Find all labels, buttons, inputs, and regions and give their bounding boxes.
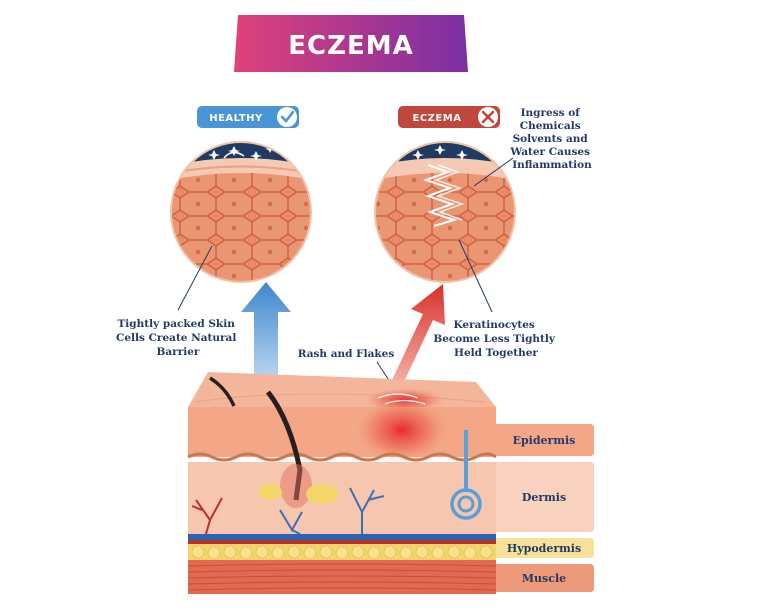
rash-annotation: Rash and Flakes [298, 348, 395, 360]
healthy-skin-closeup [170, 141, 312, 283]
healthy-annotation-line: Barrier [157, 346, 200, 358]
ingress-annotation-line: Ingress of [521, 107, 582, 119]
healthy-badge-label: HEALTHY [209, 113, 263, 124]
epidermis-tab [496, 424, 594, 456]
healthy-badge: HEALTHY [197, 106, 299, 128]
keratinocytes-annotation-line: Held Together [454, 347, 538, 359]
page-title: ECZEMA [288, 31, 413, 61]
layer-labels: Epidermis Dermis Hypodermis Muscle [496, 424, 594, 592]
dermis-label: Dermis [522, 491, 566, 504]
eczema-skin-closeup [374, 141, 516, 283]
ingress-annotation-line: Chemicals [520, 120, 581, 132]
healthy-annotation-line: Cells Create Natural [116, 332, 236, 344]
dermis-tab [496, 462, 594, 532]
title-banner: ECZEMA [234, 15, 468, 72]
muscle-label: Muscle [522, 572, 566, 585]
healthy-annotation-line: Tightly packed Skin [117, 318, 235, 330]
ingress-annotation-line: Solvents and [513, 133, 589, 145]
healthy-arrow [241, 282, 291, 382]
ingress-annotation: Ingress of Chemicals Solvents and Water … [509, 107, 593, 171]
checkmark-icon [280, 110, 295, 123]
hypodermis-label: Hypodermis [507, 542, 581, 555]
healthy-annotation: Tightly packed Skin Cells Create Natural… [116, 318, 240, 358]
hypodermis-tab [496, 538, 594, 558]
ingress-annotation-line: Water Causes [509, 146, 590, 158]
skin-cross-section [187, 372, 497, 594]
eczema-badge: ECZEMA [398, 106, 500, 128]
epidermis-label: Epidermis [513, 434, 576, 447]
keratinocytes-annotation-line: Keratinocytes [454, 319, 535, 331]
keratinocytes-annotation: Keratinocytes Become Less Tightly Held T… [433, 319, 558, 359]
muscle-tab [496, 564, 594, 592]
eczema-badge-label: ECZEMA [413, 113, 462, 124]
keratinocytes-annotation-line: Become Less Tightly [433, 333, 556, 345]
x-mark-icon [481, 110, 495, 124]
ingress-annotation-line: Inflammation [512, 159, 592, 171]
eczema-arrow [392, 284, 445, 386]
